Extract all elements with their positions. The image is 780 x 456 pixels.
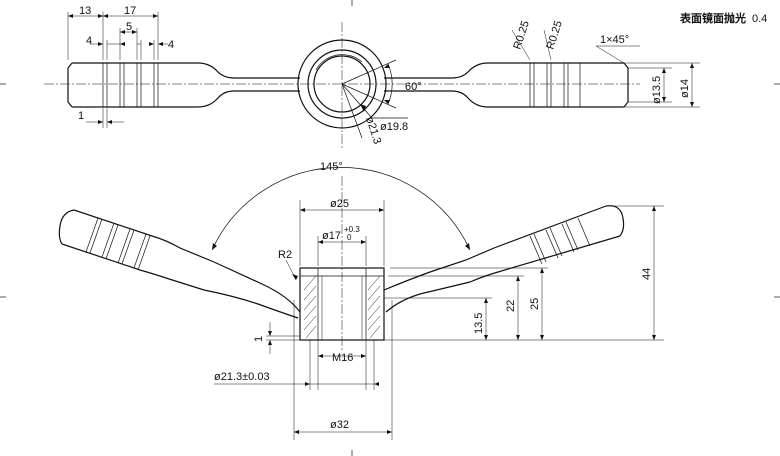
height-13-5-label: 13.5 [473,313,485,334]
m16-label: M16 [332,352,353,364]
angle-145-arc [211,167,471,251]
dia-32-label: ø32 [330,419,349,431]
r025-b-label: R0.25 [544,19,564,51]
dim-17-label: 17 [124,5,136,17]
surface-finish-text: 表面镜面抛光 [679,11,746,25]
boss-outer-circle [297,39,387,129]
dim-1-top-label: 1 [78,110,84,122]
dim-4-left-label: 4 [86,35,92,47]
front-view: 145° [58,161,664,440]
height-22-label: 22 [505,300,517,312]
boss-body [299,267,385,341]
dia-13-5-label: ø13.5 [651,76,663,104]
dia-17-upper-tol: +0.3 [344,225,360,234]
angle-60-label: 60° [405,81,422,93]
dim-1-front-label: 1 [253,336,265,342]
dim-5-label: 5 [126,21,132,33]
chamfer-label: 1×45° [600,34,629,46]
boss-bore-circle [313,55,371,113]
surface-finish-note: 表面镜面抛光 0.4 [679,11,767,25]
dia-21-3-tol-label: ø21.3±0.03 [214,371,270,383]
dim-4-right-label: 4 [168,39,174,51]
r025-a-label: R0.25 [511,19,531,51]
top-view: 60° ø19.8 ø21.3 13 17 5 4 [44,5,700,148]
dia-19-8-label: ø19.8 [380,121,408,133]
dia-17-lower-tol: 0 [347,233,352,242]
dia-14-label: ø14 [679,79,691,98]
height-44-label: 44 [641,268,653,280]
height-25-label: 25 [529,298,541,310]
dia-25-label: ø25 [330,198,349,210]
dia-21-3-label: ø21.3 [363,115,383,145]
dim-13-label: 13 [79,5,91,17]
boss-chamfer-circle [307,49,377,119]
roughness-value: 0.4 [752,13,767,25]
angle-145-label: 145° [320,161,343,173]
r2-label: R2 [278,249,292,261]
dia-17-label: ø17 [322,230,341,242]
